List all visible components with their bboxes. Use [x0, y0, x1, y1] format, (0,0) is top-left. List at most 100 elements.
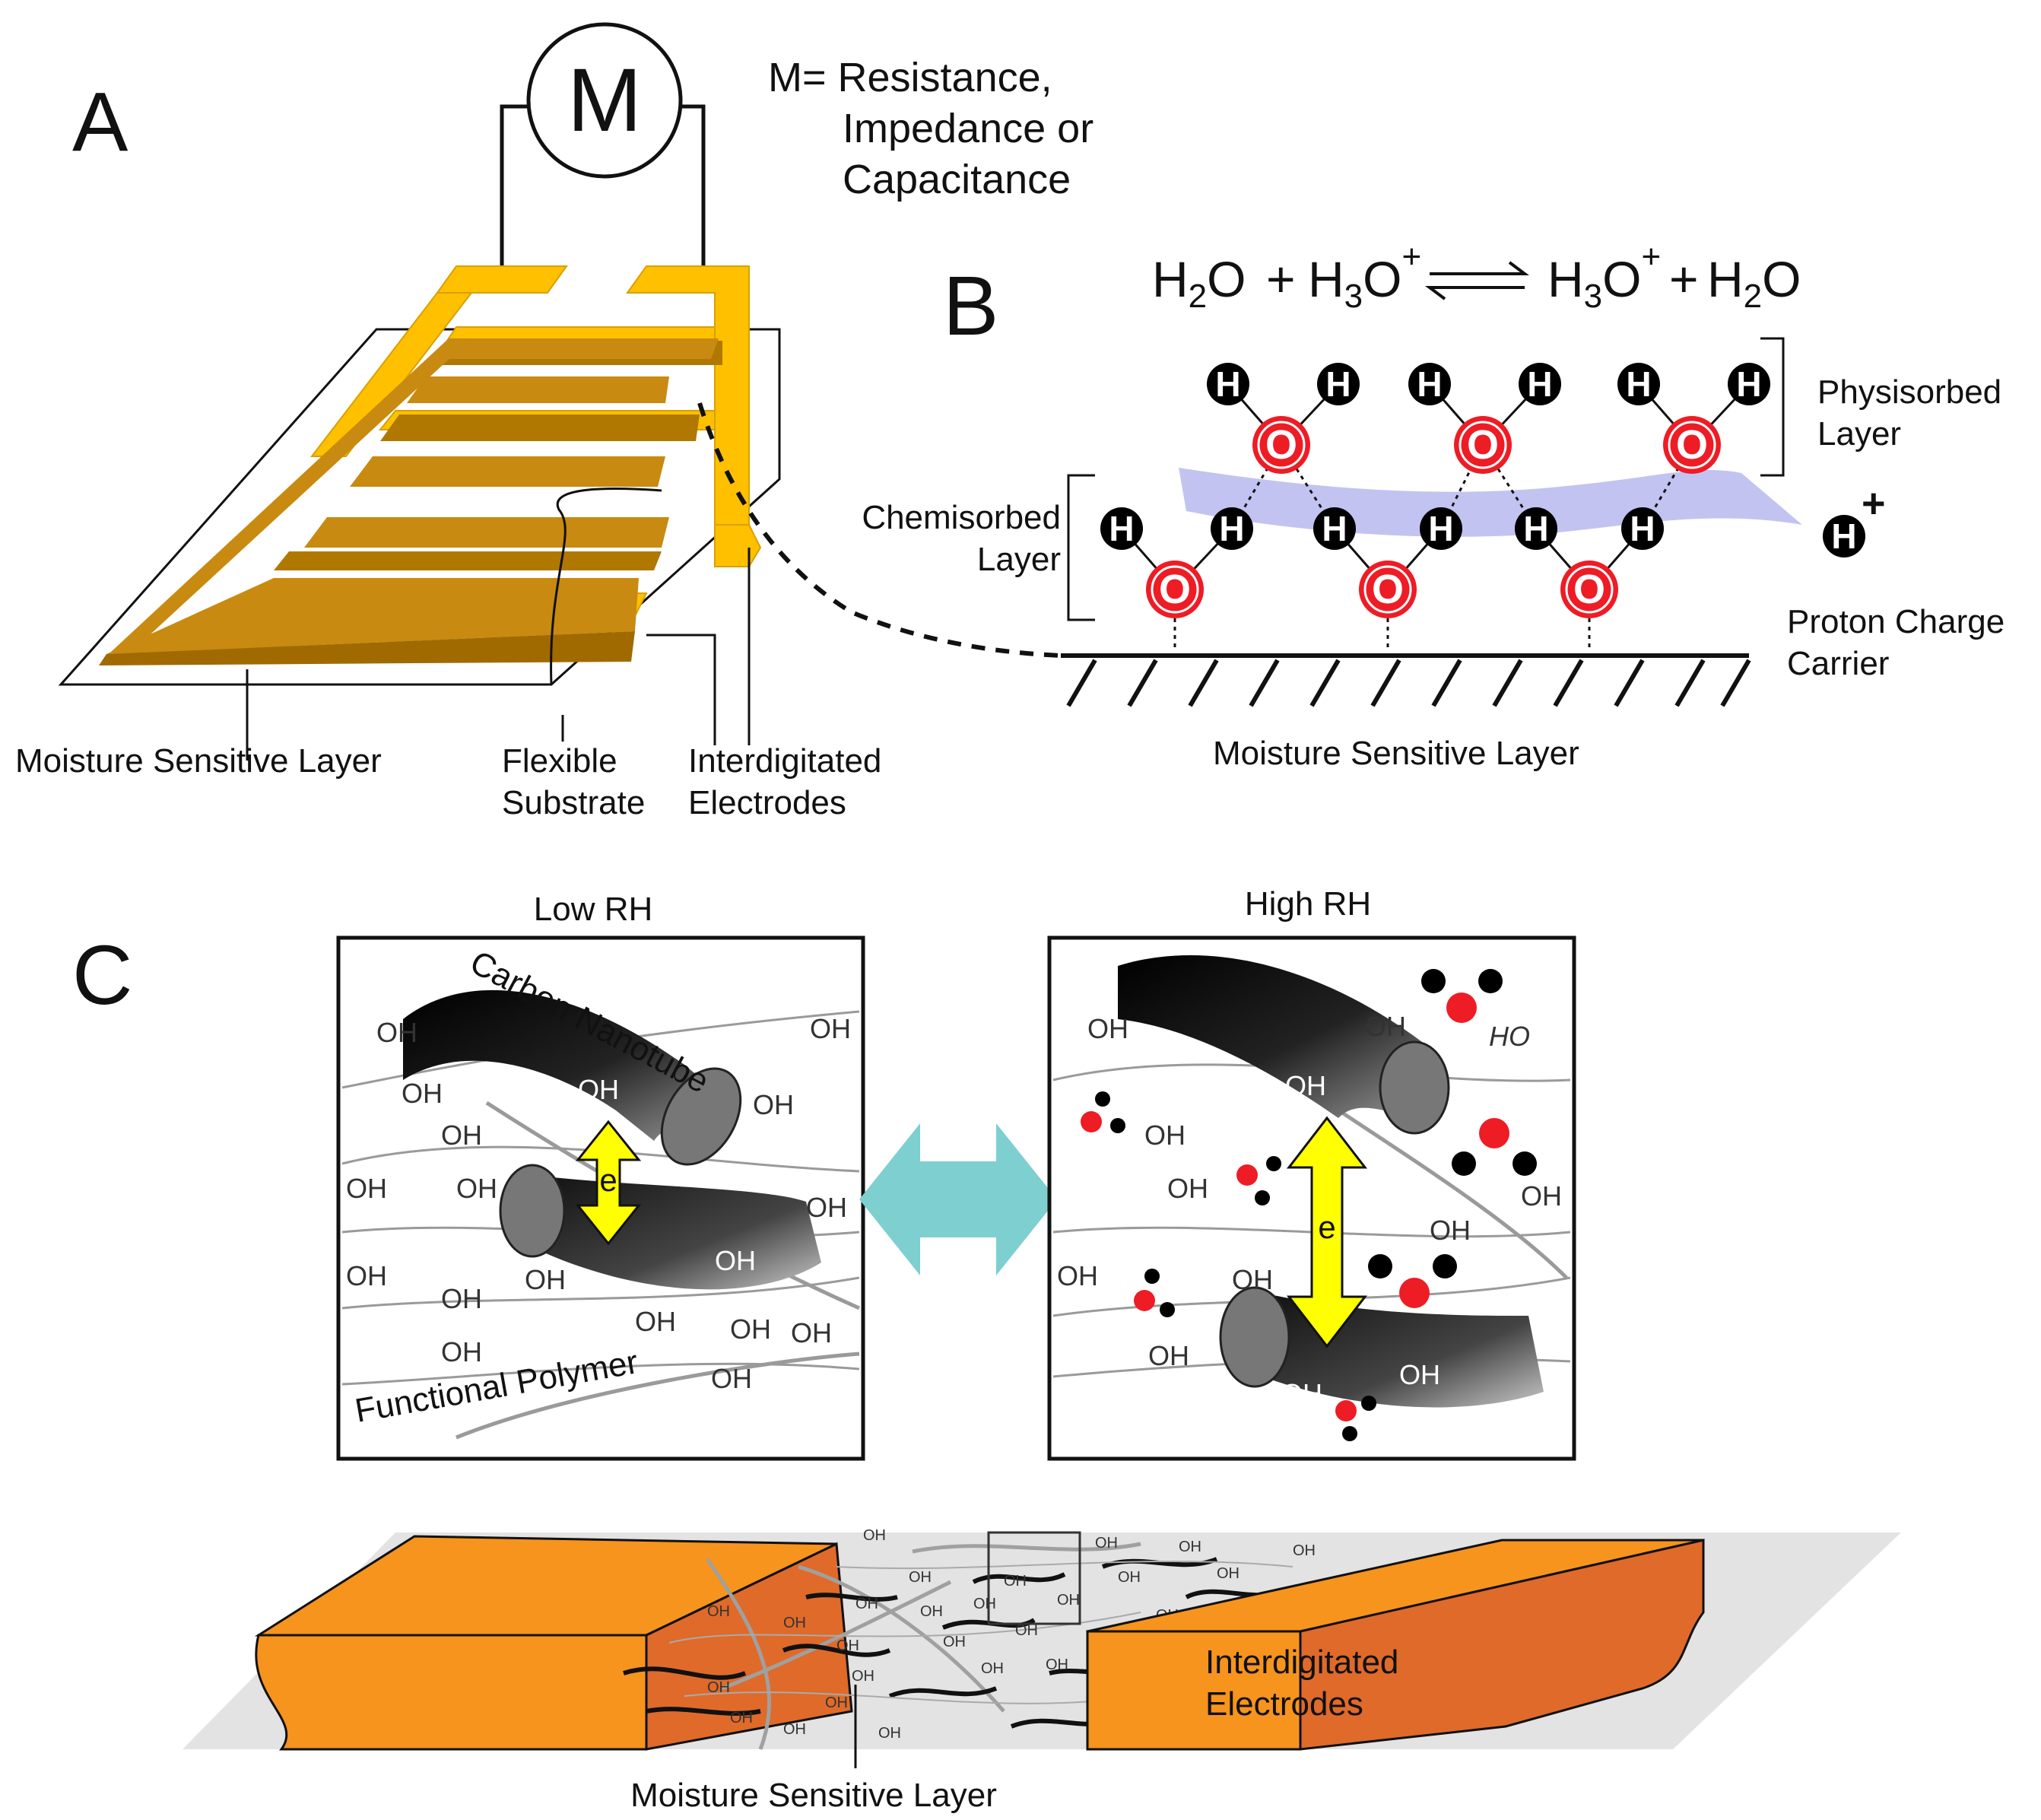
svg-text:OH: OH	[1521, 1180, 1562, 1212]
hydrogen-atom	[1408, 363, 1451, 405]
physisorbed-waters	[1207, 363, 1770, 475]
surface	[1061, 653, 1751, 707]
svg-text:OH: OH	[852, 1668, 874, 1685]
svg-text:OH: OH	[783, 1721, 806, 1738]
svg-text:OH: OH	[1095, 1535, 1118, 1552]
electrode-label-line1: Interdigitated	[1205, 1644, 1398, 1681]
proton-label-line1: Proton Charge	[1787, 603, 2004, 640]
chemisorbed-label-line1: Chemisorbed	[862, 499, 1061, 536]
svg-text:OH: OH	[836, 1637, 859, 1654]
svg-text:OH: OH	[1004, 1573, 1027, 1590]
svg-text:H2O: H2O	[1152, 251, 1246, 315]
oxygen-atom	[1251, 415, 1312, 475]
panel-a: A M M= Resistance, Impedance or Capacita…	[15, 22, 1094, 821]
panel-b: B H2O + H3O+ H3O+ + H2O	[862, 238, 2004, 772]
proton-label-line2: Carrier	[1787, 645, 1889, 682]
svg-text:OH: OH	[791, 1317, 832, 1348]
svg-text:e: e	[1318, 1209, 1335, 1245]
svg-text:OH: OH	[1281, 1378, 1322, 1409]
svg-text:OH: OH	[973, 1596, 996, 1612]
svg-text:+: +	[1669, 251, 1699, 307]
svg-text:OH: OH	[707, 1603, 730, 1620]
meter-caption-line1: M= Resistance,	[768, 55, 1052, 100]
oxygen-atom	[1357, 559, 1418, 620]
svg-text:OH: OH	[825, 1695, 848, 1711]
label-electrodes-line2: Electrodes	[688, 784, 846, 821]
water-molecule	[1368, 1254, 1457, 1308]
physisorbed-label-line2: Layer	[1817, 415, 1901, 453]
label-electrodes-line1: Interdigitated	[688, 742, 881, 780]
water-molecules-high	[1081, 969, 1537, 1441]
cnt-top-high	[1118, 955, 1437, 1118]
svg-text:OH: OH	[730, 1313, 771, 1345]
electron-arrow-low: e	[575, 1120, 642, 1246]
moisture-sensitive-layer-a	[99, 338, 722, 665]
zoom-box	[987, 1531, 1081, 1625]
svg-text:e: e	[599, 1162, 617, 1198]
svg-text:OH: OH	[1057, 1260, 1098, 1291]
svg-text:H3O+: H3O+	[1547, 238, 1661, 315]
svg-text:OH: OH	[346, 1173, 387, 1204]
physisorbed-label-line1: Physisorbed	[1817, 373, 2001, 411]
svg-text:+: +	[1266, 251, 1296, 307]
svg-text:OH: OH	[402, 1078, 443, 1109]
equilibrium-arrows	[1425, 261, 1529, 300]
proton-path	[1179, 468, 1802, 537]
double-arrow	[859, 1123, 1057, 1275]
svg-text:OH: OH	[1217, 1565, 1240, 1582]
svg-text:OH: OH	[1087, 1013, 1128, 1044]
hydrogen-atom	[1207, 363, 1249, 405]
svg-text:OH: OH	[1293, 1542, 1316, 1559]
svg-text:OH: OH	[1057, 1592, 1080, 1609]
svg-text:OH: OH	[1015, 1622, 1038, 1639]
panel-c: C Low RH High RH Carbon Nanotube Functio…	[72, 885, 1901, 1814]
meter-symbol: M	[567, 50, 642, 151]
hydrogen-atom	[1313, 507, 1356, 550]
svg-text:OH: OH	[1285, 1070, 1326, 1101]
proton: H +	[1823, 481, 1886, 557]
svg-text:OH: OH	[1118, 1569, 1141, 1586]
water-molecule	[1421, 969, 1503, 1023]
hydrogen-atom	[1519, 363, 1561, 405]
svg-text:OH: OH	[456, 1173, 497, 1204]
svg-text:OH: OH	[943, 1634, 966, 1650]
svg-text:OH: OH	[578, 1074, 619, 1105]
hydrogen-atom	[1728, 363, 1770, 405]
meter-caption-line3: Capacitance	[843, 157, 1071, 202]
oxygen-atom	[1452, 415, 1513, 475]
svg-text:OH: OH	[711, 1363, 752, 1394]
svg-text:H: H	[1831, 516, 1856, 556]
high-rh-box: e OH OH HO OH OH OH OH OH OH	[1047, 935, 1576, 1461]
svg-text:OH: OH	[1232, 1264, 1273, 1295]
electron-arrow-high: e	[1286, 1116, 1368, 1348]
oxygen-atom	[1559, 559, 1620, 620]
svg-text:OH: OH	[1167, 1173, 1208, 1204]
svg-text:OH: OH	[810, 1013, 851, 1044]
label-substrate-line2: Substrate	[502, 784, 645, 821]
physisorbed-bracket	[1760, 337, 1785, 477]
svg-text:HO: HO	[1489, 1021, 1530, 1052]
meter-caption-line2: Impedance or	[843, 106, 1094, 151]
hydrogen-atom	[1211, 507, 1253, 550]
layer-label-c: Moisture Sensitive Layer	[630, 1777, 997, 1814]
water-molecule	[1335, 1396, 1376, 1441]
svg-text:OH: OH	[1046, 1656, 1068, 1673]
svg-text:OH: OH	[730, 1710, 753, 1726]
label-substrate-line1: Flexible	[502, 742, 617, 780]
chemisorbed-bracket	[1067, 474, 1095, 621]
svg-text:OH: OH	[635, 1306, 676, 1337]
chemisorbed-label-line2: Layer	[977, 541, 1061, 578]
svg-text:+: +	[1862, 481, 1886, 526]
svg-text:OH: OH	[783, 1615, 806, 1631]
water-molecule	[1452, 1118, 1537, 1176]
hydrogen-atom	[1420, 507, 1462, 550]
svg-text:OH: OH	[753, 1089, 794, 1120]
svg-text:OH: OH	[441, 1120, 482, 1151]
hydrogen-atom	[1317, 363, 1360, 405]
hydroxyl-labels-low: OH OH OH OH OH OH OH OH OH OH OH OH OH O…	[346, 1013, 851, 1394]
svg-text:OH: OH	[525, 1264, 566, 1295]
electrode-structure: OH OH OH OH OH OH OH OH OH OH OH OH OH O…	[183, 1527, 1901, 1751]
hydrogen-atom	[1621, 507, 1664, 550]
equation: H2O + H3O+ H3O+ + H2O	[1152, 238, 1801, 315]
